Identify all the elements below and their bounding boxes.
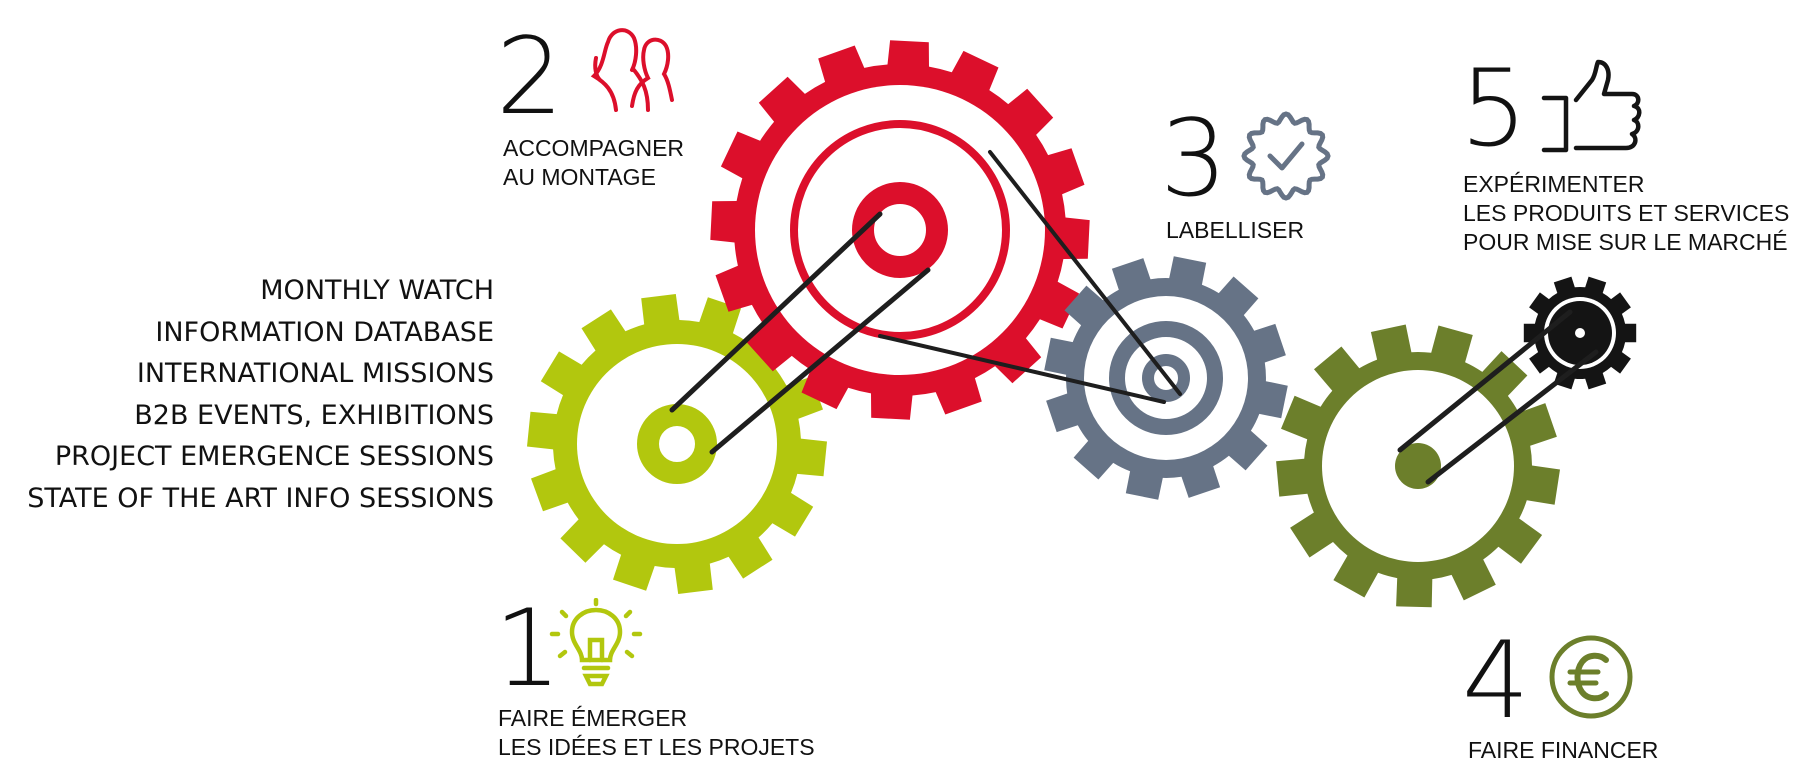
belt-2-3-lower — [878, 334, 1166, 404]
service-b2b-events: B2B EVENTS, EXHIBITIONS — [134, 399, 494, 431]
step-2-line-2: AU MONTAGE — [503, 164, 656, 190]
step-3-number: 3 — [1160, 97, 1228, 220]
service-state-of-the-art: STATE OF THE ART INFO SESSIONS — [27, 482, 494, 514]
gear-step-1 — [527, 294, 827, 594]
step-1-number: 1 — [494, 587, 562, 710]
step-1-line-1: FAIRE ÉMERGER — [498, 705, 688, 731]
gear-step-4-hub — [1395, 443, 1441, 489]
thumbs-up-icon — [1541, 59, 1642, 153]
people-icon — [590, 28, 674, 112]
step-3-caption: LABELLISER — [1166, 216, 1304, 245]
step-4-number: 4 — [1462, 619, 1530, 742]
service-international-missions: INTERNATIONAL MISSIONS — [136, 358, 494, 389]
belt-2-3-upper — [988, 150, 1182, 396]
gear-step-1-hole — [577, 344, 777, 544]
step-5-caption: EXPÉRIMENTER LES PRODUITS ET SERVICES PO… — [1463, 170, 1789, 257]
step-1-caption: FAIRE ÉMERGER LES IDÉES ET LES PROJETS — [498, 704, 815, 762]
belt-1-2-lower — [709, 267, 931, 455]
belt-4-5-lower — [1425, 349, 1599, 485]
step-4-line-1: FAIRE FINANCER — [1468, 737, 1659, 763]
badge-check-icon — [1241, 111, 1331, 201]
step-5-line-3: POUR MISE SUR LE MARCHÉ — [1463, 229, 1788, 255]
step-2-number: 2 — [496, 15, 564, 138]
gear-step-4 — [1276, 324, 1560, 608]
service-information-database: INFORMATION DATABASE — [155, 316, 494, 348]
gear-step-3-hub — [1142, 354, 1190, 402]
step-4-caption: FAIRE FINANCER — [1468, 736, 1658, 765]
step-5-number: 5 — [1460, 47, 1528, 170]
gear-step-3-ring — [1109, 321, 1223, 435]
belt-4-5-upper — [1397, 309, 1573, 453]
lightbulb-icon — [549, 598, 643, 687]
step-5-line-2: LES PRODUITS ET SERVICES — [1463, 200, 1790, 226]
gear-step-2 — [710, 40, 1090, 420]
belts-front — [669, 150, 1599, 485]
service-monthly-watch: MONTHLY WATCH — [260, 275, 494, 306]
euro-icon — [1549, 635, 1633, 719]
step-2-caption: ACCOMPAGNER AU MONTAGE — [503, 134, 684, 192]
step-2-line-1: ACCOMPAGNER — [503, 135, 685, 161]
gear-step-5-pin — [1575, 328, 1585, 338]
gear-step-1-hub — [637, 404, 717, 484]
services-list: MONTHLY WATCH INFORMATION DATABASE INTER… — [27, 270, 494, 519]
service-project-emergence: PROJECT EMERGENCE SESSIONS — [54, 441, 494, 472]
step-1-line-2: LES IDÉES ET LES PROJETS — [498, 734, 815, 760]
step-3-line-1: LABELLISER — [1166, 217, 1305, 243]
gear-step-2-ring — [790, 120, 1010, 340]
belt-1-2-upper — [669, 211, 883, 413]
step-5-line-1: EXPÉRIMENTER — [1463, 171, 1645, 197]
gear-step-2-hole — [755, 85, 1045, 375]
